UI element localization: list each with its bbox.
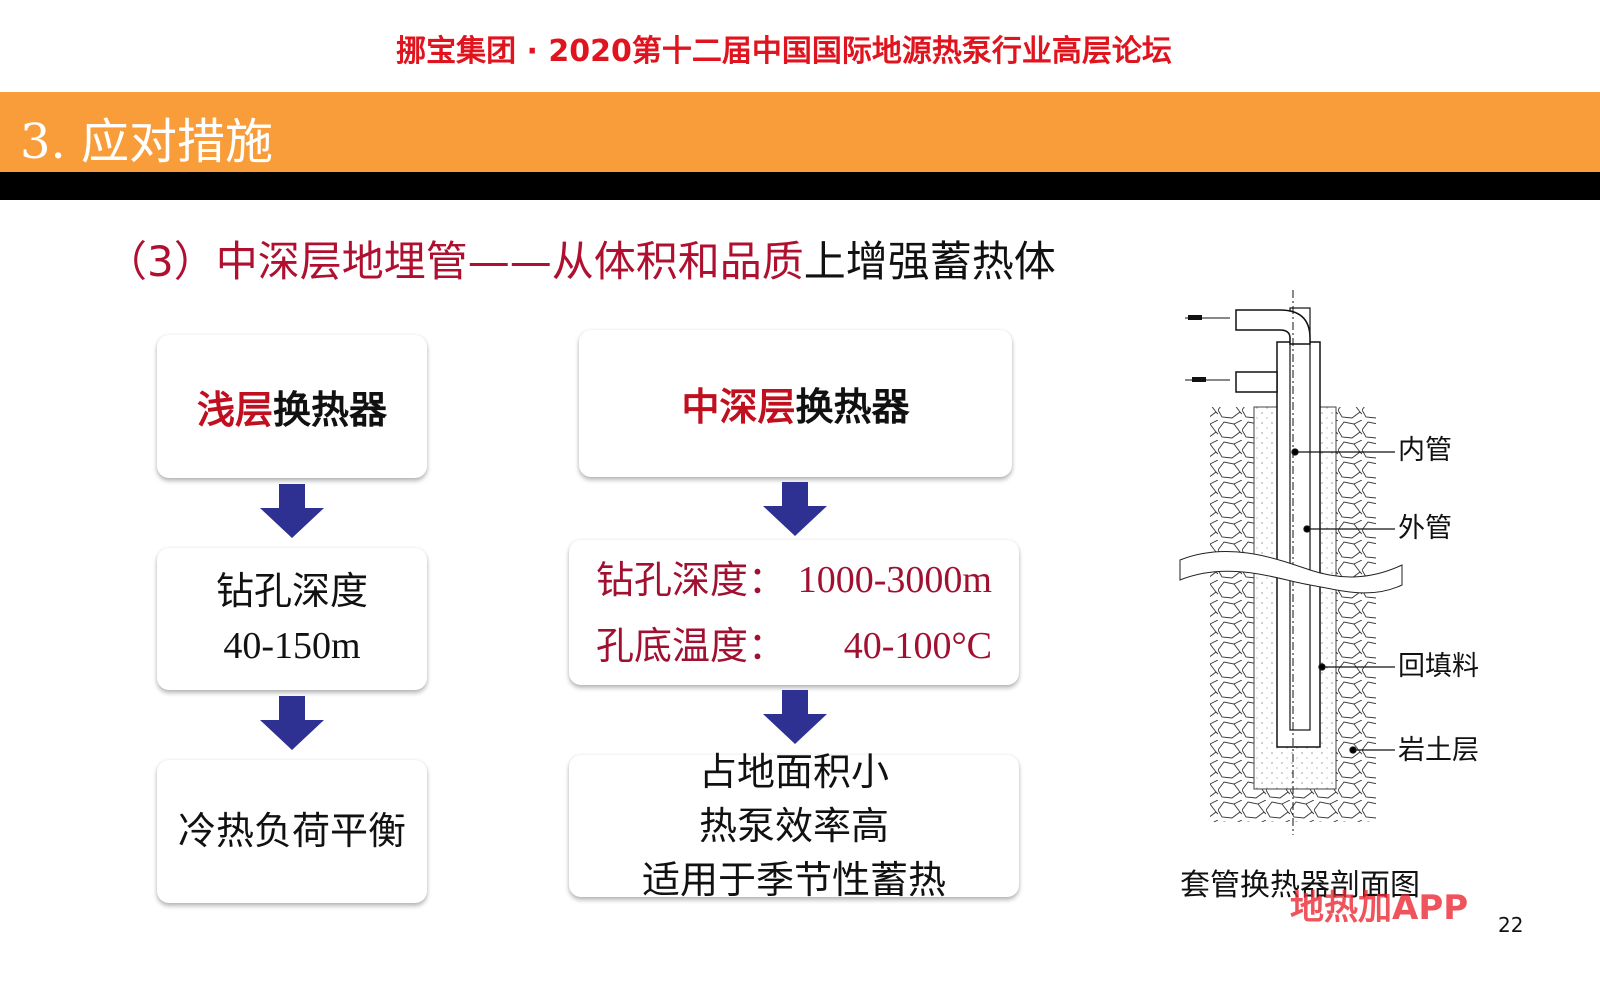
deep-temp-value: 40-100°C	[843, 624, 992, 667]
deep-benefit: 占地面积小	[698, 750, 889, 794]
shallow-benefit: 冷热负荷平衡	[177, 808, 406, 853]
shallow-depth-value: 40-150m	[223, 625, 361, 667]
watermark: 地热加APP	[1290, 888, 1469, 928]
down-arrow-icon	[260, 484, 324, 538]
label-backfill: 回填料	[1398, 651, 1479, 682]
header-title: 挪宝集团 · 2020第十二届中国国际地源热泵行业高层论坛	[396, 34, 1172, 69]
shallow-heading-box: 浅层换热器	[157, 335, 427, 478]
deep-depth-value: 1000-3000m	[797, 558, 992, 601]
deep-heading-box: 中深层换热器	[579, 330, 1012, 477]
deep-benefit: 热泵效率高	[698, 804, 889, 848]
shallow-depth-label: 钻孔深度	[215, 568, 368, 613]
label-inner-pipe: 内管	[1398, 435, 1452, 466]
down-arrow-icon	[260, 696, 324, 750]
section-band	[0, 92, 1600, 172]
divider-bar	[0, 172, 1600, 200]
subtitle-black: 上增强蓄热体	[803, 237, 1056, 286]
label-soil-layer: 岩土层	[1398, 735, 1479, 766]
diagram-caption: 套管换热器剖面图	[1180, 868, 1420, 903]
shallow-heading-red: 浅层	[196, 388, 273, 432]
section-title: 3. 应对措施	[20, 114, 274, 170]
page-number: 22	[1498, 913, 1524, 937]
label-outer-pipe: 外管	[1398, 513, 1452, 544]
deep-temp-label: 孔底温度：	[596, 623, 787, 668]
subtitle-red: （3）中深层地埋管——从体积和品质	[105, 237, 804, 286]
deep-heading-red: 中深层	[681, 385, 796, 429]
coaxial-heat-exchanger-diagram	[1179, 290, 1403, 835]
shallow-benefit-box: 冷热负荷平衡	[157, 760, 427, 903]
down-arrow-icon	[763, 482, 827, 536]
deep-heading-black: 换热器	[795, 385, 910, 429]
deep-benefits-box: 占地面积小 热泵效率高 适用于季节性蓄热	[569, 750, 1019, 902]
shallow-depth-box: 钻孔深度 40-150m	[157, 548, 427, 690]
deep-specs-box: 钻孔深度：1000-3000m 孔底温度： 40-100°C	[569, 540, 1019, 685]
slide-subtitle: （3）中深层地埋管——从体积和品质上增强蓄热体	[105, 228, 1056, 289]
shallow-heading-black: 换热器	[273, 388, 388, 432]
deep-depth-label: 钻孔深度：	[596, 557, 787, 602]
deep-benefit: 适用于季节性蓄热	[641, 858, 946, 902]
down-arrow-icon	[763, 690, 827, 744]
